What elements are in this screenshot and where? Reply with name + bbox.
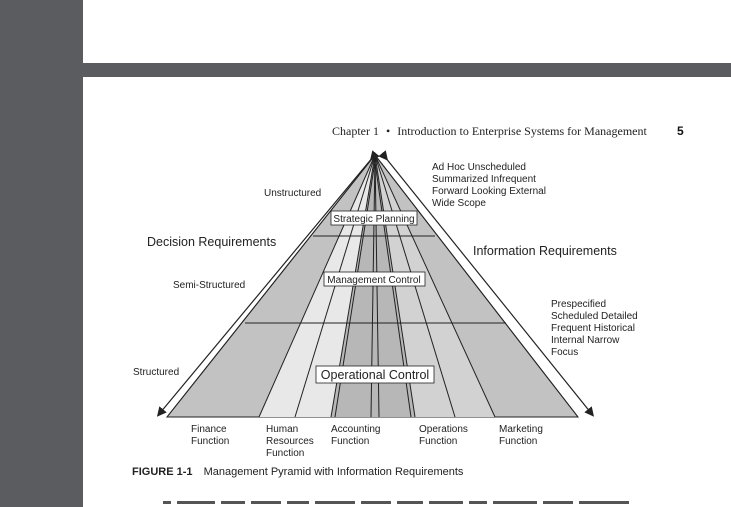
running-head: Chapter 1 • Introduction to Enterprise S… [332, 124, 647, 139]
information-arrow [378, 150, 595, 417]
strategic-label-box [330, 210, 418, 226]
operational-control-label: Operational Control [321, 368, 429, 382]
operational-label-box [315, 365, 435, 384]
info-top-line-3: Forward Looking External [432, 186, 546, 197]
operations-function-label-2: Function [419, 436, 457, 447]
unstructured-label: Unstructured [264, 188, 321, 199]
page-number: 5 [677, 124, 684, 138]
previous-page [83, 0, 731, 63]
running-head-title: Introduction to Enterprise Systems for M… [397, 124, 647, 138]
decision-arrow [156, 150, 380, 417]
strategic-planning-label: Strategic Planning [333, 214, 414, 225]
info-bottom-line-2: Scheduled Detailed [551, 311, 638, 322]
management-control-label: Management Control [327, 275, 420, 286]
info-bottom-line-4: Internal Narrow [551, 335, 620, 346]
semi-structured-label: Semi-Structured [173, 280, 245, 291]
info-bottom-line-5: Focus [551, 347, 578, 358]
finance-function-label-1: Finance [191, 424, 227, 435]
info-bottom-line-3: Frequent Historical [551, 323, 635, 334]
hr-function-label-2: Resources [266, 436, 314, 447]
hr-function-label-1: Human [266, 424, 298, 435]
info-top-line-4: Wide Scope [432, 198, 486, 209]
structured-label: Structured [133, 367, 179, 378]
bullet-icon: • [386, 124, 391, 138]
management-label-box [323, 271, 426, 287]
figure-caption-label: FIGURE 1-1 [132, 466, 193, 478]
decision-requirements-heading: Decision Requirements [147, 235, 276, 249]
info-top-line-1: Ad Hoc Unscheduled [432, 162, 526, 173]
hr-function-label-3: Function [266, 448, 304, 459]
accounting-function-label-1: Accounting [331, 424, 380, 435]
operations-function-label-1: Operations [419, 424, 468, 435]
management-pyramid-figure: Strategic Planning Management Control Op… [133, 150, 638, 459]
information-requirements-heading: Information Requirements [473, 244, 617, 258]
figure-caption-text: Management Pyramid with Information Requ… [203, 466, 464, 478]
figure-caption: FIGURE 1-1 Management Pyramid with Infor… [132, 466, 463, 478]
accounting-function-label-2: Function [331, 436, 369, 447]
cut-off-body-text [163, 501, 663, 507]
info-top-line-2: Summarized Infrequent [432, 174, 536, 185]
current-page: Chapter 1 • Introduction to Enterprise S… [83, 77, 731, 507]
marketing-function-label-2: Function [499, 436, 537, 447]
running-head-chapter: Chapter 1 [332, 124, 379, 138]
marketing-function-label-1: Marketing [499, 424, 543, 435]
finance-function-label-2: Function [191, 436, 229, 447]
info-bottom-line-1: Prespecified [551, 299, 606, 310]
